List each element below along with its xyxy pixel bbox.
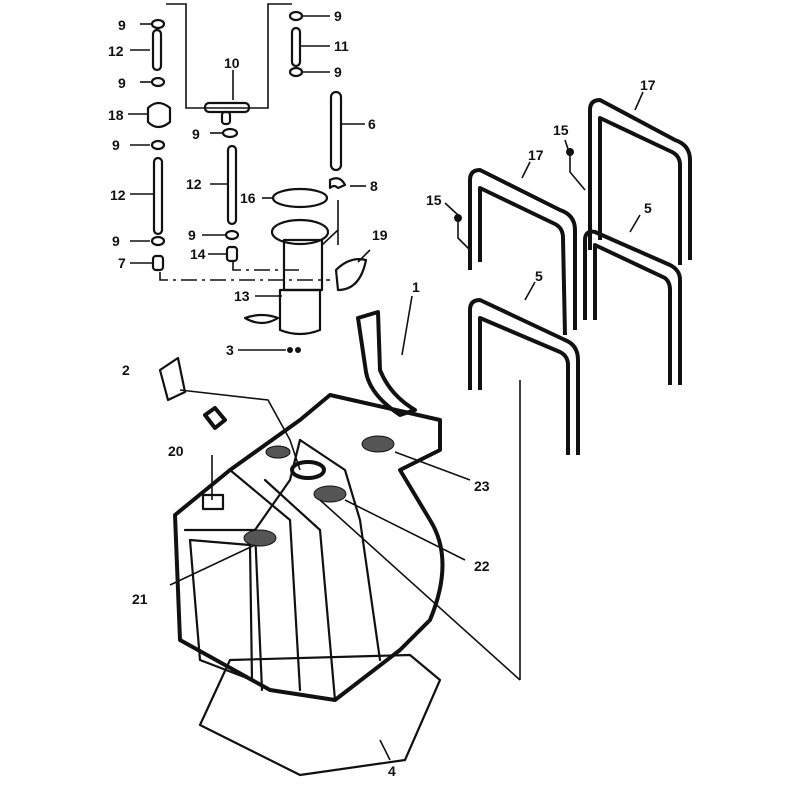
callout-18: 18 (108, 107, 124, 123)
callout-9: 9 (112, 137, 120, 153)
callout-21: 21 (132, 591, 148, 607)
callout-13: 13 (234, 288, 250, 304)
callout-1: 1 (412, 279, 420, 295)
callout-17: 17 (640, 77, 656, 93)
fuel-tank (158, 356, 521, 777)
callout-22: 22 (474, 558, 490, 574)
callout-20: 20 (168, 443, 184, 459)
callout-19: 19 (372, 227, 388, 243)
callout-9: 9 (112, 233, 120, 249)
callout-5: 5 (535, 268, 543, 284)
callout-9: 9 (188, 227, 196, 243)
callout-6: 6 (368, 116, 376, 132)
callout-9: 9 (118, 75, 126, 91)
callout-17: 17 (528, 147, 544, 163)
callout-3: 3 (226, 342, 234, 358)
callout-12: 12 (110, 187, 126, 203)
callout-9: 9 (118, 17, 126, 33)
callout-9: 9 (192, 126, 200, 142)
callout-5: 5 (644, 200, 652, 216)
callout-8: 8 (370, 178, 378, 194)
filler-neck (356, 295, 417, 417)
callout-14: 14 (190, 246, 206, 262)
callout-15: 15 (426, 192, 442, 208)
callout-11: 11 (334, 38, 349, 54)
callout-12: 12 (108, 43, 124, 59)
fuel-pump (238, 177, 371, 353)
hose-assembly (128, 3, 365, 281)
callout-23: 23 (474, 478, 490, 494)
callout-7: 7 (118, 255, 126, 271)
straps (444, 91, 692, 455)
callout-15: 15 (553, 122, 569, 138)
callout-2: 2 (122, 362, 130, 378)
callouts: 9 12 9 18 9 12 9 7 10 9 11 9 6 9 12 16 8… (108, 8, 656, 779)
callout-10: 10 (224, 55, 240, 71)
callout-16: 16 (240, 190, 256, 206)
callout-9: 9 (334, 8, 342, 24)
callout-4: 4 (388, 763, 396, 779)
callout-12: 12 (186, 176, 202, 192)
callout-9: 9 (334, 64, 342, 80)
